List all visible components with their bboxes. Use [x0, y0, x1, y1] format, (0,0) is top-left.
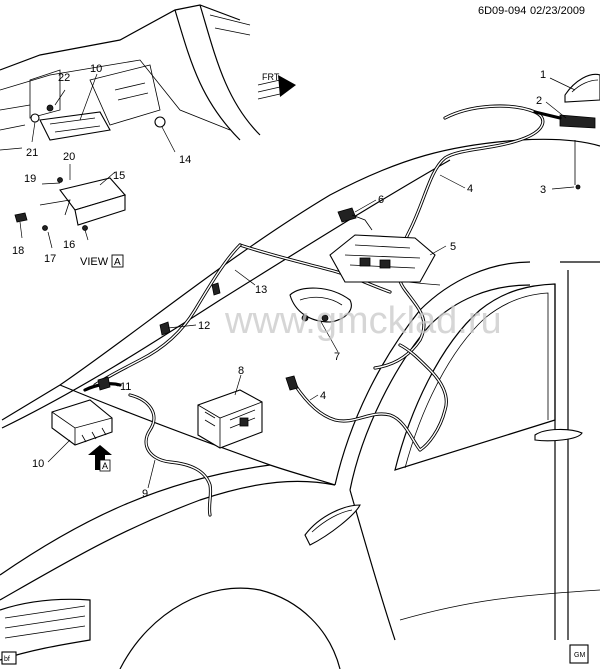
callout-4-lower: 4	[320, 390, 326, 402]
callout-12: 12	[198, 320, 210, 332]
diagram-date: 02/23/2009	[530, 5, 585, 17]
callout-22: 22	[58, 72, 70, 84]
vehicle-body: GM bf	[0, 138, 600, 669]
corner-tag: bf	[4, 656, 10, 663]
callout-6: 6	[378, 194, 384, 206]
callout-19: 19	[24, 173, 36, 185]
view-letter: A	[114, 257, 121, 268]
callout-16: 16	[63, 239, 75, 251]
wiring-harnesses	[83, 104, 562, 517]
callout-20: 20	[63, 151, 75, 163]
view-a-arrow: A	[88, 445, 112, 472]
callout-4-upper: 4	[467, 183, 473, 195]
inset-view-a: FRT VIEW A	[0, 4, 296, 268]
watermark-text: www.gmcklad.ru	[224, 300, 502, 342]
gm-logo-text: GM	[574, 652, 585, 659]
callout-1: 1	[540, 69, 546, 81]
callout-14: 14	[179, 154, 191, 166]
reference-code: 6D09-094	[478, 5, 526, 17]
callout-9: 9	[142, 488, 148, 500]
antenna-assembly	[559, 73, 600, 190]
callout-17: 17	[44, 253, 56, 265]
view-a-arrow-letter: A	[102, 461, 108, 471]
callout-18: 18	[12, 245, 24, 257]
callout-10-inset: 10	[90, 63, 102, 75]
callout-8: 8	[238, 365, 244, 377]
callout-2: 2	[536, 95, 542, 107]
diagram-header: 6D09-094 02/23/2009	[478, 5, 585, 17]
callout-numbers: 1 2 3 4 5 6 7 8 9 10 11 12 13 4 14 15 20…	[12, 63, 546, 500]
view-text: VIEW	[80, 256, 109, 268]
callout-7: 7	[334, 351, 340, 363]
callout-10-main: 10	[32, 458, 44, 470]
callout-3: 3	[540, 184, 546, 196]
callout-11: 11	[120, 381, 131, 393]
leader-lines	[19, 73, 576, 489]
callout-21: 21	[26, 147, 38, 159]
view-a-label: VIEW A	[80, 254, 124, 268]
callout-13: 13	[255, 284, 267, 296]
front-label: FRT	[262, 72, 280, 82]
gm-logo-box	[569, 644, 589, 664]
front-direction-marker: FRT	[257, 72, 296, 100]
callout-5: 5	[450, 241, 456, 253]
parts: A	[51, 207, 436, 472]
callout-15: 15	[113, 170, 125, 182]
